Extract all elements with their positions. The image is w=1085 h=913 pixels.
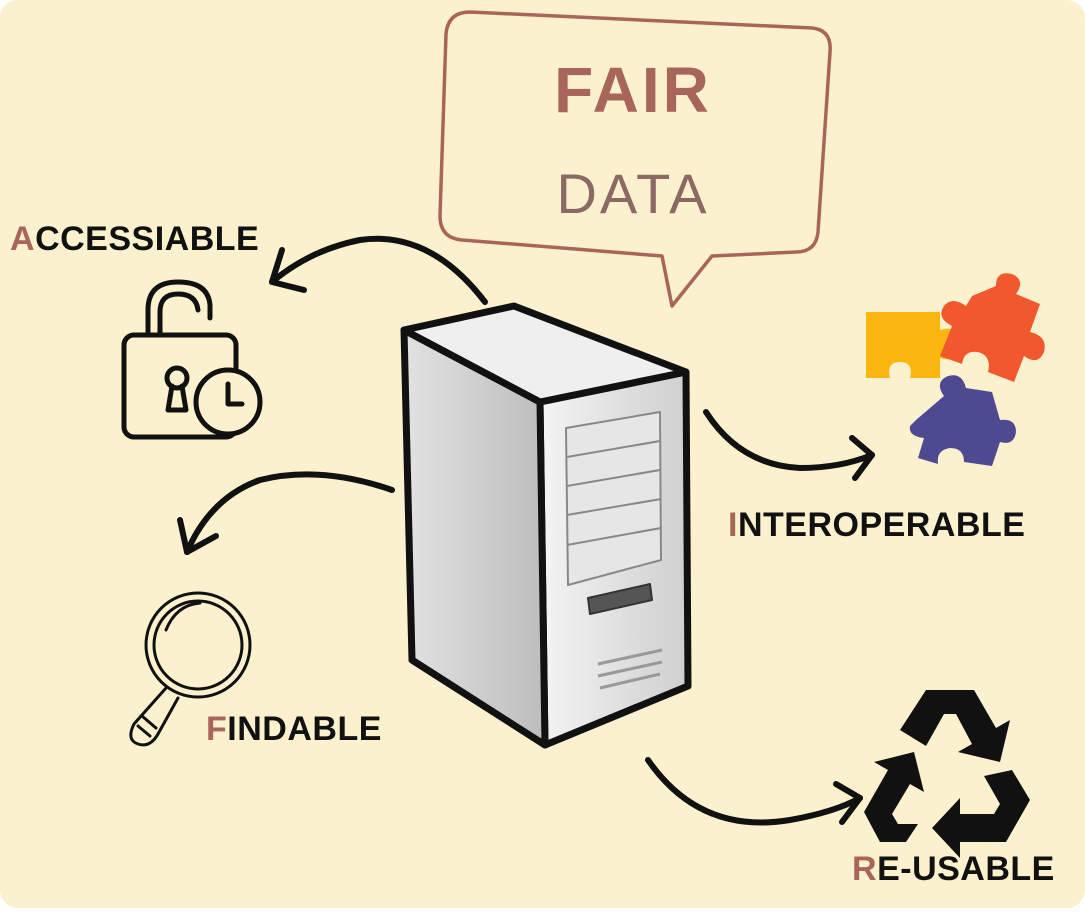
arrow-to-interoperable [703,409,875,481]
arrow-to-reusable [645,757,863,826]
findable-initial: F [206,710,228,748]
reusable-initial: R [852,850,878,888]
reusable-rest: E-USABLE [877,850,1055,888]
findable-rest: INDABLE [227,710,382,748]
recycle-icon [864,690,1030,858]
reusable-label: RE-USABLE [852,852,1055,886]
bubble-title: FAIR [554,54,712,126]
interoperable-initial: I [728,506,738,544]
accessible-label: ACCESSIABLE [10,222,259,256]
magnifying-glass-icon [129,591,252,747]
puzzle-pieces-icon [866,273,1045,466]
interoperable-rest: NTEROPERABLE [737,506,1026,544]
server-tower-icon [400,302,692,749]
accessible-rest: CCESSIABLE [35,220,260,258]
interoperable-label: INTEROPERABLE [728,508,1025,542]
arrow-to-accessible [269,235,488,305]
arrow-to-findable [177,471,395,555]
bubble-subtitle: DATA [556,162,710,225]
accessible-initial: A [10,220,36,258]
findable-label: FINDABLE [206,712,382,746]
speech-bubble [438,10,832,308]
padlock-clock-icon [121,279,263,440]
